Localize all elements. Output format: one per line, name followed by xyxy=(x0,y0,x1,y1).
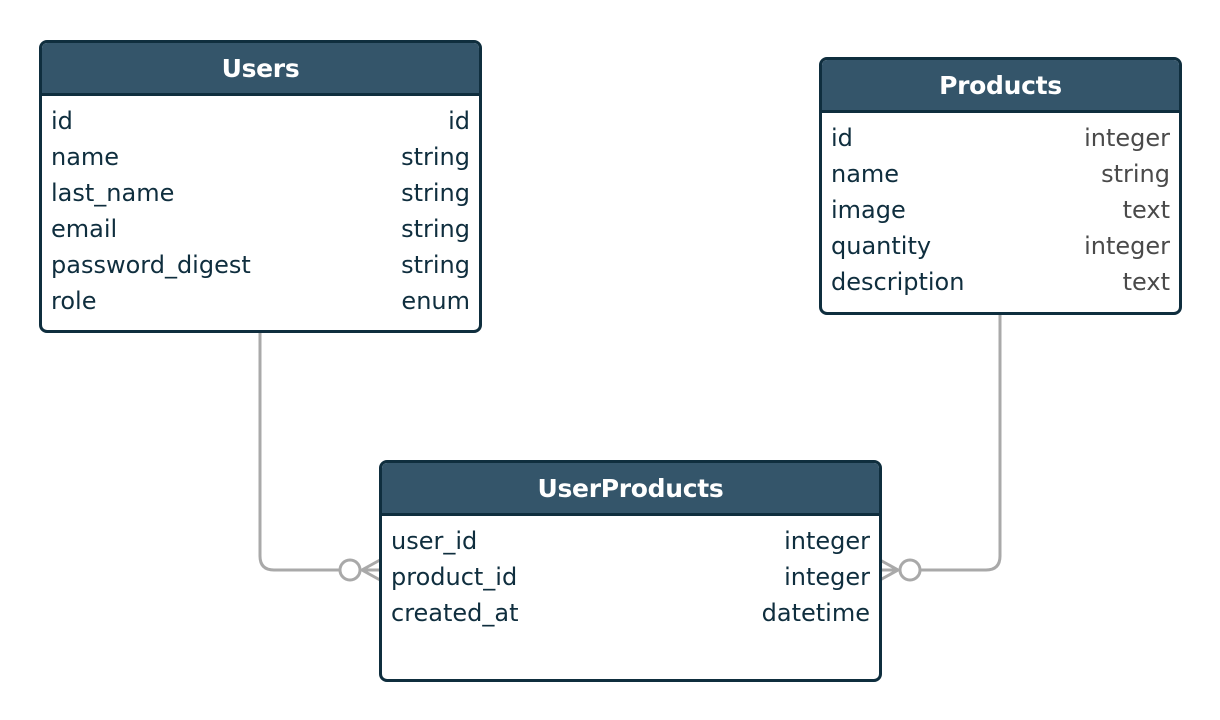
relationship-products-userproducts xyxy=(879,315,1002,582)
relationship-users-userproducts xyxy=(258,333,381,582)
field-row: email string xyxy=(51,211,470,247)
field-list: id id name string last_name string email… xyxy=(42,96,479,319)
field-name: name xyxy=(831,160,900,188)
field-row: role enum xyxy=(51,283,470,319)
field-row: image text xyxy=(831,192,1170,228)
entity-userproducts[interactable]: UserProducts user_id integer product_id … xyxy=(379,460,882,682)
field-type: datetime xyxy=(761,599,870,627)
connector-line-users xyxy=(258,333,339,572)
entity-title: Products xyxy=(822,60,1179,113)
field-name: email xyxy=(51,215,118,243)
crows-foot-many-marker xyxy=(358,558,381,582)
field-row: id integer xyxy=(831,120,1170,156)
field-row: last_name string xyxy=(51,175,470,211)
entity-users[interactable]: Users id id name string last_name string… xyxy=(39,40,482,333)
entity-products[interactable]: Products id integer name string image te… xyxy=(819,57,1182,315)
field-name: id xyxy=(831,124,853,152)
field-type: integer xyxy=(1084,232,1170,260)
field-name: user_id xyxy=(391,527,478,555)
field-name: last_name xyxy=(51,179,175,207)
field-name: description xyxy=(831,268,965,296)
field-list: id integer name string image text quanti… xyxy=(822,113,1179,300)
field-type: string xyxy=(401,251,470,279)
field-name: role xyxy=(51,287,97,315)
field-name: quantity xyxy=(831,232,932,260)
field-row: quantity integer xyxy=(831,228,1170,264)
crows-foot-many-marker xyxy=(879,558,902,582)
field-name: created_at xyxy=(391,599,519,627)
field-list: user_id integer product_id integer creat… xyxy=(382,516,879,631)
field-type: string xyxy=(401,179,470,207)
field-type: integer xyxy=(784,563,870,591)
field-type: enum xyxy=(401,287,470,315)
field-row: name string xyxy=(51,139,470,175)
entity-title: Users xyxy=(42,43,479,96)
zero-optional-marker xyxy=(338,558,362,582)
field-row: password_digest string xyxy=(51,247,470,283)
field-name: name xyxy=(51,143,120,171)
field-row: name string xyxy=(831,156,1170,192)
field-name: product_id xyxy=(391,563,518,591)
field-type: text xyxy=(1122,268,1170,296)
field-type: text xyxy=(1122,196,1170,224)
field-row: id id xyxy=(51,103,470,139)
field-row: product_id integer xyxy=(391,559,870,595)
field-type: integer xyxy=(1084,124,1170,152)
field-row: user_id integer xyxy=(391,523,870,559)
field-name: password_digest xyxy=(51,251,251,279)
field-type: string xyxy=(1101,160,1170,188)
field-row: created_at datetime xyxy=(391,595,870,631)
field-type: string xyxy=(401,215,470,243)
field-type: id xyxy=(448,107,470,135)
zero-optional-marker xyxy=(898,558,922,582)
entity-title: UserProducts xyxy=(382,463,879,516)
field-type: string xyxy=(401,143,470,171)
field-name: image xyxy=(831,196,906,224)
field-row: description text xyxy=(831,264,1170,300)
field-name: id xyxy=(51,107,73,135)
connector-line-products xyxy=(921,315,1002,572)
field-type: integer xyxy=(784,527,870,555)
